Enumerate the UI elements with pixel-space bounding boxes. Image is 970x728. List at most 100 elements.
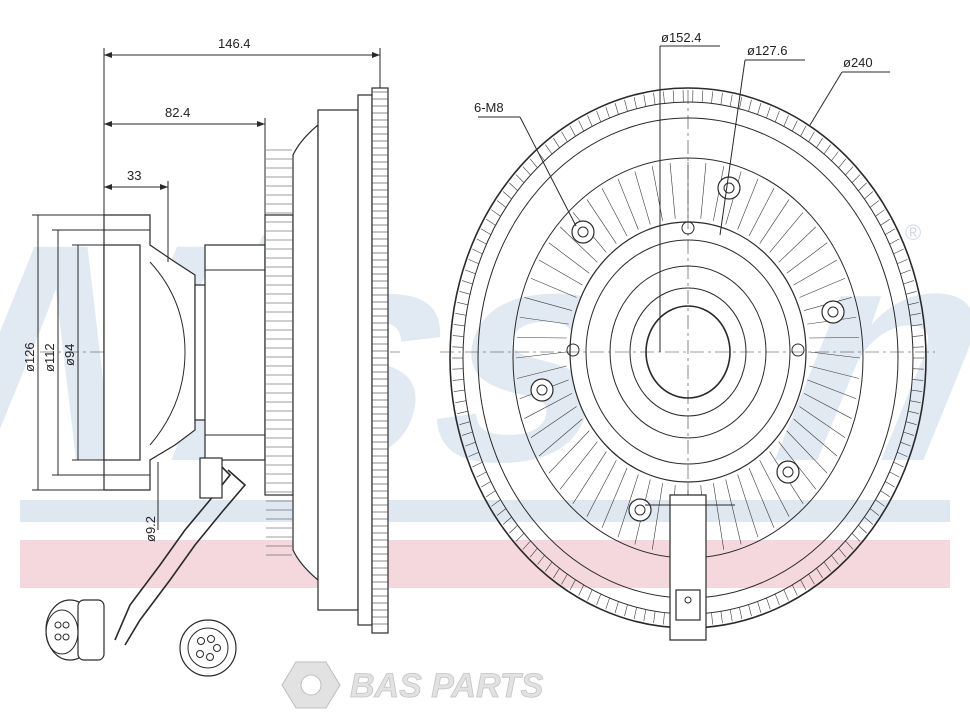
front-fin xyxy=(725,479,742,545)
front-fin xyxy=(524,393,573,419)
front-tooth xyxy=(711,612,713,625)
front-fin xyxy=(786,242,828,274)
dim-33-arrow-l xyxy=(104,184,112,190)
front-tooth xyxy=(783,589,789,601)
connector-side xyxy=(45,599,105,661)
front-tooth xyxy=(529,158,538,168)
front-fin xyxy=(601,188,628,237)
front-tooth xyxy=(838,158,847,168)
front-tooth xyxy=(875,209,885,217)
pin-3 xyxy=(54,633,62,641)
front-tooth xyxy=(569,125,576,137)
front-tooth xyxy=(529,548,538,558)
front-tooth xyxy=(643,94,647,107)
front-tooth xyxy=(912,335,924,337)
front-tooth xyxy=(869,508,880,516)
front-tooth xyxy=(457,301,468,306)
front-fin xyxy=(748,467,775,528)
front-tooth xyxy=(455,400,467,403)
front-tooth xyxy=(701,90,704,103)
front-fin xyxy=(548,242,590,274)
front-tooth xyxy=(823,561,831,572)
fpin-3 xyxy=(213,644,221,652)
front-tooth xyxy=(900,269,911,275)
front-tooth xyxy=(561,573,568,585)
front-tooth xyxy=(569,579,576,591)
front-tooth xyxy=(452,335,464,337)
dim-82-arrow-l xyxy=(104,121,112,127)
front-tooth xyxy=(605,106,610,119)
fin-disc-left xyxy=(292,123,319,582)
front-tooth xyxy=(911,324,923,327)
front-tooth xyxy=(452,379,464,381)
fpin-4 xyxy=(206,653,214,661)
dim-94-label: ø94 xyxy=(62,344,77,366)
front-tooth xyxy=(472,248,483,255)
sensor-cable-b xyxy=(124,469,247,646)
front-tooth xyxy=(889,471,900,478)
front-fin xyxy=(809,351,861,359)
front-tooth xyxy=(783,115,789,127)
disc-rim xyxy=(357,94,373,626)
leader-240 xyxy=(809,71,843,126)
front-fin xyxy=(737,178,759,230)
front-tooth xyxy=(720,92,723,105)
front-tooth xyxy=(858,182,867,191)
dim-m8-label: 6-M8 xyxy=(474,100,504,115)
front-tooth xyxy=(748,99,752,112)
front-tooth xyxy=(880,490,891,498)
front-tooth xyxy=(461,280,473,285)
hub-flange xyxy=(103,244,141,461)
pin-2 xyxy=(62,621,70,629)
front-tooth xyxy=(515,533,525,542)
dim-112-label: ø112 xyxy=(42,343,57,372)
front-tooth xyxy=(452,368,464,370)
sensor-cable-a xyxy=(114,459,232,641)
front-fin xyxy=(548,430,590,474)
pin-top xyxy=(681,221,695,235)
front-tooth xyxy=(823,144,831,155)
front-tooth xyxy=(481,228,491,235)
front-tooth xyxy=(912,346,924,348)
front-tooth xyxy=(711,91,713,104)
front-tooth xyxy=(553,137,560,148)
front-fin xyxy=(634,171,651,225)
front-tooth xyxy=(614,601,619,613)
front-tooth xyxy=(739,97,743,109)
front-tooth xyxy=(831,151,839,161)
dim-146-label: 146.4 xyxy=(218,36,251,51)
front-tooth xyxy=(491,209,501,217)
fpin-1 xyxy=(197,637,205,645)
front-tooth xyxy=(831,555,839,565)
front-tooth xyxy=(465,269,476,275)
front-fin xyxy=(538,259,583,286)
front-tooth xyxy=(757,601,762,613)
front-tooth xyxy=(766,106,771,119)
front-fin xyxy=(617,178,639,230)
front-tooth xyxy=(774,110,780,123)
pin-left xyxy=(566,343,580,357)
front-tooth xyxy=(808,131,815,143)
front-tooth xyxy=(509,525,518,534)
fpin-5 xyxy=(196,650,204,658)
bas-parts-logo: BAS PARTS xyxy=(281,661,544,709)
front-tooth xyxy=(800,579,807,591)
front-fin xyxy=(807,379,857,400)
front-tooth xyxy=(791,584,798,596)
front-tooth xyxy=(903,431,915,436)
front-fin xyxy=(793,259,838,286)
front-tooth xyxy=(909,313,921,316)
dim-146-arrow-l xyxy=(104,52,112,58)
front-fin xyxy=(759,199,790,244)
front-tooth xyxy=(908,301,919,306)
front-tooth xyxy=(496,200,507,208)
front-tooth xyxy=(633,97,637,109)
front-tooth xyxy=(897,451,908,457)
pink-band xyxy=(20,540,950,588)
dim-33-arrow-r xyxy=(160,184,168,190)
front-tooth xyxy=(596,110,602,123)
front-tooth xyxy=(729,609,733,622)
front-tooth xyxy=(553,568,560,579)
front-tooth xyxy=(455,313,467,316)
